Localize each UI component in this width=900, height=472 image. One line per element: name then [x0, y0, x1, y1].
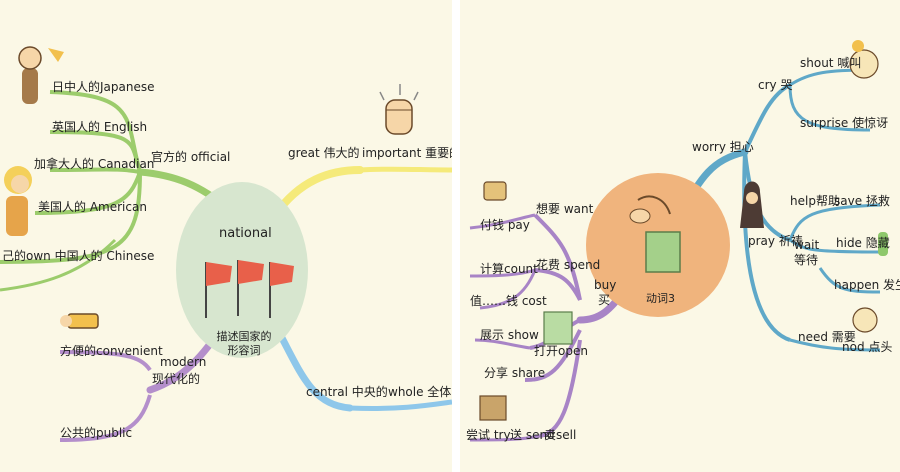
try-label: 尝试 try: [466, 428, 511, 442]
chinese-label: 己的own 中国人的 Chinese: [2, 249, 155, 263]
buy-label-cn: 买: [598, 293, 611, 307]
english-label: 英国人的 English: [52, 120, 148, 134]
center-caption-verbs: 动词3: [646, 292, 675, 305]
save-label: save 拯救: [834, 194, 890, 208]
great-label: great 伟大的: [288, 146, 360, 160]
surprise-label: surprise 使惊讶: [800, 116, 889, 130]
show-label: 展示 show: [480, 328, 539, 342]
wait-label: wait: [794, 238, 820, 252]
center-caption: 描述国家的形容词: [216, 330, 272, 357]
important-label: important 重要的: [362, 146, 452, 160]
hide-label: hide 隐藏: [836, 236, 890, 250]
pray-label: pray 祈祷: [748, 234, 803, 248]
left-branch-lines: [0, 46, 452, 442]
send-label: 送 send: [510, 428, 555, 442]
fist-icon: [379, 84, 419, 135]
shout-label: shout 喊叫: [800, 56, 862, 70]
canadian-label: 加拿大人的 Canadian: [34, 157, 155, 171]
open-label: 打开open: [534, 344, 588, 358]
convenient-label: 方便的convenient: [60, 344, 163, 358]
public-label: 公共的public: [60, 426, 133, 440]
worry-label: worry 担心: [692, 140, 754, 154]
cry-label: cry 哭: [758, 78, 793, 92]
japanese-figure-icon: [18, 46, 64, 104]
modern-label-cn: 现代化的: [152, 372, 201, 386]
happen-label: happen 发生: [834, 278, 900, 292]
cactus-icon: [878, 232, 888, 256]
central-label: central 中央的: [306, 385, 388, 399]
girl-figure-icon: [4, 166, 32, 236]
gift-box-icon: [479, 395, 507, 421]
national-adjectives-mind-map: national 描述国家的形容词 官方的 official 日中人的Japan…: [0, 0, 452, 472]
pay-label: 付钱 pay: [480, 218, 530, 232]
flags-icon: [205, 260, 294, 318]
sell-label: 卖sell: [544, 428, 577, 442]
shouting-face-icon: [849, 40, 879, 79]
right-branch-lines: [469, 40, 888, 442]
hand-with-bag-icon: [629, 195, 681, 273]
whole-label: whole 全体的: [388, 385, 452, 399]
center-title-national: national: [219, 226, 272, 241]
share-label: 分享 share: [484, 366, 546, 380]
wallet-icon: [483, 181, 507, 201]
wait-label-cn: 等待: [794, 253, 819, 267]
cost-label: 值……钱 cost: [470, 294, 547, 308]
count-label: 计算count: [480, 262, 538, 276]
nod-label: nod 点头: [842, 340, 893, 354]
need-label: need 需要: [798, 330, 856, 344]
help-label: help帮助: [790, 194, 840, 208]
official-label: 官方的 official: [151, 150, 231, 164]
japanese-label: 日中人的Japanese: [52, 80, 155, 94]
want-label: 想要 want: [536, 202, 594, 216]
hooded-figure-icon: [740, 181, 764, 228]
buy-label: buy: [594, 278, 617, 292]
spend-label: 花费 spend: [536, 258, 601, 272]
smiling-face-icon: [852, 307, 878, 333]
american-label: 美国人的 American: [38, 200, 147, 214]
flashlight-icon: [60, 313, 99, 329]
money-bag-icon: [543, 311, 573, 345]
modern-label: modern: [160, 355, 207, 369]
verbs-mind-map: 动词3 worry 担心 cry 哭 shout 喊叫 surprise 使惊讶…: [460, 0, 900, 472]
